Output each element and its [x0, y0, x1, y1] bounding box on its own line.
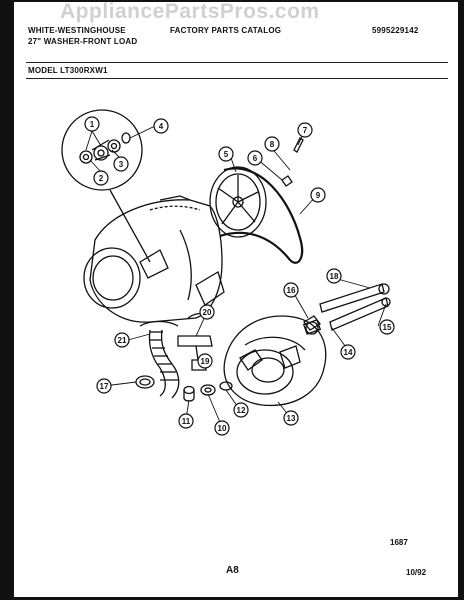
- revision-date: 10/92: [406, 568, 427, 577]
- svg-text:7: 7: [303, 126, 308, 135]
- watermark: AppliancePartsPros.com: [60, 0, 320, 23]
- drawing-number: 1687: [390, 538, 408, 547]
- detail-part-seal: [79, 150, 93, 164]
- coupling-nut: [303, 315, 321, 331]
- svg-text:16: 16: [287, 286, 296, 295]
- callout-20: 20: [199, 304, 215, 320]
- svg-text:5: 5: [224, 150, 229, 159]
- detail-leader-line: [109, 189, 151, 263]
- tub-bearing-hub: [139, 249, 169, 279]
- svg-text:19: 19: [201, 357, 210, 366]
- hose-clamp: [135, 375, 155, 389]
- svg-text:20: 20: [203, 308, 212, 317]
- detail-part-ring: [121, 132, 131, 144]
- bottom-hardware: [183, 381, 233, 402]
- suspension-rods: [319, 283, 391, 331]
- callout-4: 4: [153, 118, 169, 134]
- svg-text:21: 21: [118, 336, 127, 345]
- svg-text:9: 9: [316, 191, 321, 200]
- svg-text:11: 11: [182, 417, 191, 426]
- callout-9: 9: [310, 187, 326, 203]
- svg-text:1: 1: [90, 120, 95, 129]
- callout-21: 21: [114, 332, 130, 348]
- catalog-title: FACTORY PARTS CATALOG: [170, 26, 282, 35]
- detail-part-washer: [107, 139, 121, 153]
- callout-3: 3: [113, 156, 129, 172]
- tub-mount-bracket: [195, 271, 225, 306]
- callout-16: 16: [283, 282, 299, 298]
- svg-text:12: 12: [237, 406, 246, 415]
- outer-tub: [83, 195, 225, 323]
- callout-10: 10: [214, 420, 230, 436]
- callout-2: 2: [93, 170, 109, 186]
- svg-text:14: 14: [344, 348, 353, 357]
- pulley-bolt: [293, 137, 304, 153]
- svg-text:15: 15: [383, 323, 392, 332]
- page-number: A8: [226, 565, 239, 576]
- callout-8: 8: [264, 136, 280, 152]
- pulley-washer: [281, 175, 293, 187]
- callout-17: 17: [96, 378, 112, 394]
- svg-text:3: 3: [119, 160, 124, 169]
- svg-text:13: 13: [287, 414, 296, 423]
- drain-hose: [139, 320, 180, 399]
- detail-circle-outline: [61, 109, 143, 191]
- callout-7: 7: [297, 122, 313, 138]
- model-number: MODEL LT300RXW1: [28, 66, 108, 75]
- brand-line: WHITE-WESTINGHOUSE: [28, 26, 126, 35]
- model-rule: [26, 78, 448, 79]
- callout-19: 19: [197, 353, 213, 369]
- svg-text:2: 2: [99, 174, 104, 183]
- header-rule: [26, 62, 448, 63]
- svg-text:6: 6: [253, 154, 258, 163]
- callout-15: 15: [379, 319, 395, 335]
- callout-6: 6: [247, 150, 263, 166]
- svg-text:8: 8: [270, 140, 275, 149]
- drive-motor: [223, 315, 327, 407]
- svg-text:4: 4: [159, 122, 164, 131]
- pulley: [209, 166, 267, 238]
- callout-1: 1: [84, 116, 100, 132]
- callout-13: 13: [283, 410, 299, 426]
- callout-12: 12: [233, 402, 249, 418]
- callout-5: 5: [218, 146, 234, 162]
- callout-11: 11: [178, 413, 194, 429]
- drive-belt: [219, 167, 304, 264]
- callout-18: 18: [326, 268, 342, 284]
- svg-text:18: 18: [330, 272, 339, 281]
- tub-front-opening: [83, 247, 141, 309]
- callouts: 1 2 3 4 5 6 7 8 9 10 11 12 13 14 15 16 1…: [84, 116, 395, 436]
- detail-inset: [61, 109, 151, 263]
- catalog-number: 5995229142: [372, 26, 419, 35]
- callout-14: 14: [340, 344, 356, 360]
- svg-text:10: 10: [218, 424, 227, 433]
- product-line: 27" WASHER-FRONT LOAD: [28, 37, 138, 46]
- svg-text:17: 17: [100, 382, 109, 391]
